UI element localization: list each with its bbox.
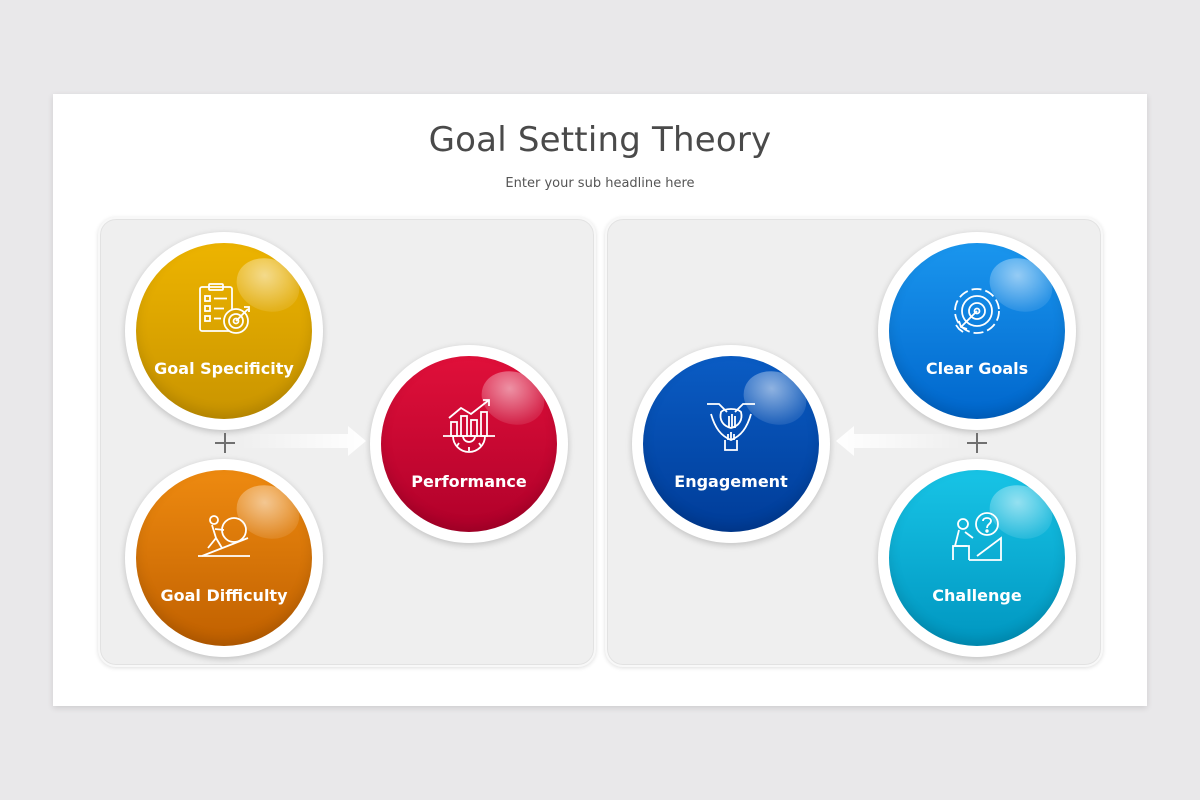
checklist-target-icon [199,283,250,334]
person-question-icon [952,512,1002,561]
clear-goals-label: Clear Goals [925,359,1029,378]
goal-difficulty-node: Goal Difficulty [125,459,323,657]
page-subtitle: Enter your sub headline here [505,176,695,191]
right-panel: Engagement [605,217,1103,667]
slide: Goal Setting Theory Enter your sub headl… [53,94,1147,706]
page-title: Goal Setting Theory [428,120,772,160]
engagement-node: Engagement [632,345,830,543]
engagement-label: Engagement [674,472,788,491]
challenge-node: Challenge [878,459,1076,657]
arrow-left-icon [836,426,962,456]
arrow-right-icon [240,426,366,456]
goal-difficulty-label: Goal Difficulty [160,586,288,605]
goal-specificity-node: Goal Specificity [125,232,323,430]
performance-label: Performance [411,472,527,491]
performance-node: Performance [370,345,568,543]
target-arrow-icon [954,288,1000,334]
growth-chart-gear-icon [443,399,495,453]
clear-goals-node: Clear Goals [878,232,1076,430]
hands-together-icon [707,403,755,451]
person-pushing-boulder-icon [198,515,250,557]
plus-icon [213,431,237,455]
goal-specificity-label: Goal Specificity [154,359,294,378]
challenge-label: Challenge [932,586,1022,605]
plus-icon [965,431,989,455]
left-panel: Goal Specificity Goal Difficulty [98,217,596,667]
